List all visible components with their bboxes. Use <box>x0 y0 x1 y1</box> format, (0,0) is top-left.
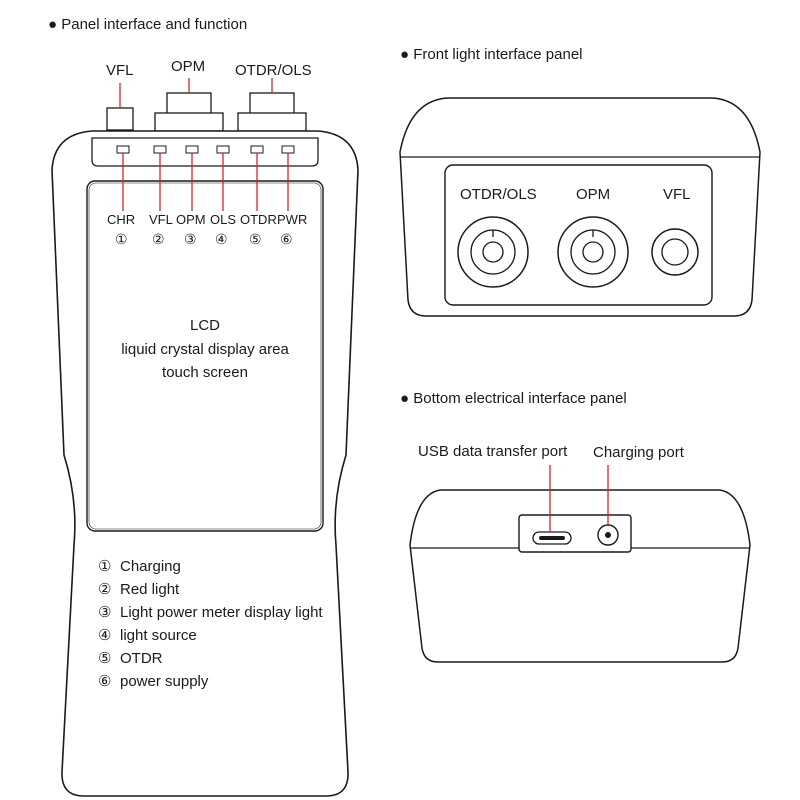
front-otdr-port <box>457 216 529 288</box>
vfl-port-label: VFL <box>106 62 134 79</box>
front-opm-port <box>557 216 629 288</box>
lcd-title: LCD <box>189 317 220 334</box>
otdr-connector-base <box>237 112 307 132</box>
lcd-subtitle: liquid crystal display area <box>121 341 289 358</box>
front-opm-label: OPM <box>576 186 611 203</box>
vfl-connector <box>106 107 134 131</box>
otdr-port-label: OTDR/OLS <box>235 62 312 79</box>
charging-port-label: Charging port <box>593 444 684 461</box>
led-ols <box>216 145 230 154</box>
led-otdr <box>250 145 264 154</box>
front-vfl-label: VFL <box>663 186 691 203</box>
front-otdr-label: OTDR/OLS <box>460 186 537 203</box>
led-vfl <box>153 145 167 154</box>
indicator-vfl-label: VFL <box>149 212 173 227</box>
indicator-pwr-label: PWR <box>277 212 308 227</box>
indicator-vfl-number: ② <box>152 231 165 247</box>
front-heading: ● Front light interface panel <box>400 46 583 63</box>
lcd-screen <box>86 180 324 532</box>
indicator-chr-number: ① <box>115 231 128 247</box>
opm-connector-top <box>166 92 212 116</box>
indicator-opm-label: OPM <box>176 212 206 227</box>
indicator-ols-label: OLS <box>210 212 237 227</box>
led-opm <box>185 145 199 154</box>
opm-connector-base <box>154 112 224 132</box>
indicator-pwr-number: ⑥ <box>280 231 293 247</box>
led-chr <box>116 145 130 154</box>
opm-port-label: OPM <box>171 58 206 75</box>
indicator-opm-number: ③ <box>184 231 197 247</box>
lcd-touch-label: touch screen <box>162 364 248 381</box>
indicator-otdr-label: OTDR <box>240 212 277 227</box>
led-pwr <box>281 145 295 154</box>
front-vfl-port <box>651 228 699 276</box>
bottom-panel-housing <box>409 489 751 663</box>
lcd-screen-inner <box>88 182 322 530</box>
indicator-strip <box>91 137 319 167</box>
indicator-ols-number: ④ <box>215 231 228 247</box>
indicator-otdr-number: ⑤ <box>249 231 262 247</box>
charging-port <box>597 524 619 546</box>
usb-port-label: USB data transfer port <box>418 443 568 460</box>
otdr-connector-top <box>249 92 295 116</box>
panel-heading: ● Panel interface and function <box>48 16 248 33</box>
indicator-chr-label: CHR <box>107 212 136 227</box>
bottom-heading: ● Bottom electrical interface panel <box>400 390 627 407</box>
